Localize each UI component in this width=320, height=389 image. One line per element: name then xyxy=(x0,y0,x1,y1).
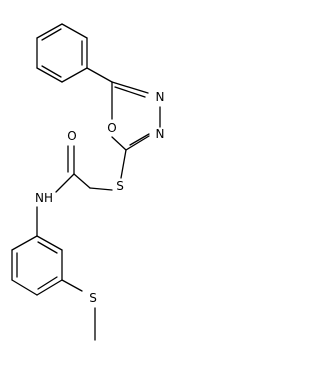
atom-label-n-ring-1: N xyxy=(156,90,165,104)
bond xyxy=(61,279,83,292)
bond xyxy=(61,67,88,83)
double-bond-inner xyxy=(41,28,62,41)
double-bond-inner xyxy=(37,241,58,254)
molecule-structure-diagram: O N N S O NH S xyxy=(11,23,165,341)
bond xyxy=(36,279,63,296)
bond xyxy=(120,149,127,179)
bond xyxy=(73,173,91,189)
aminophenyl-ring xyxy=(11,235,63,296)
bond xyxy=(11,235,38,251)
atom-label-s-thioether: S xyxy=(116,179,124,193)
atom-label-nh-amide: NH xyxy=(35,191,53,205)
oxadiazole-ring xyxy=(111,81,161,151)
bond xyxy=(11,279,38,296)
double-bond-inner xyxy=(114,86,146,98)
bond xyxy=(36,23,63,39)
double-bond-inner xyxy=(41,65,62,78)
bond xyxy=(86,67,113,83)
bond xyxy=(61,23,88,39)
bond xyxy=(111,81,149,94)
atom-label-o-ring: O xyxy=(107,121,116,135)
atom-label-s-methylthio: S xyxy=(89,291,97,305)
bond xyxy=(89,187,113,191)
bond xyxy=(125,135,150,151)
bond xyxy=(111,136,127,151)
bond xyxy=(36,67,63,83)
atom-label-o-carbonyl: O xyxy=(67,129,76,143)
atom-label-n-ring-2: N xyxy=(156,127,165,141)
phenyl-ring xyxy=(36,23,88,83)
bond xyxy=(36,235,63,251)
bond xyxy=(55,173,75,193)
double-bond-inner xyxy=(129,133,150,146)
double-bond-inner xyxy=(37,276,58,290)
